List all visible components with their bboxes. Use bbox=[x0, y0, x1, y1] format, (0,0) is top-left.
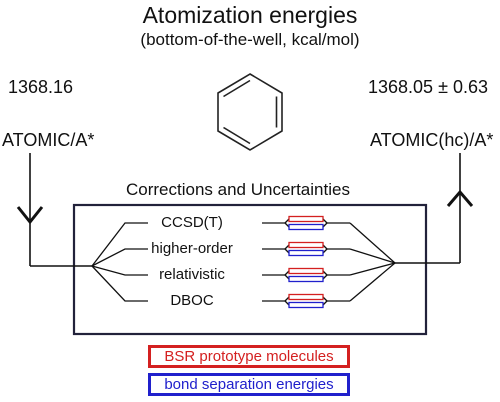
right-energy-value: 1368.05 ± 0.63 bbox=[368, 77, 488, 97]
corrections-box-title: Corrections and Uncertainties bbox=[126, 180, 350, 199]
left-arrow bbox=[16, 153, 92, 267]
correction-relativistic: relativistic bbox=[159, 266, 225, 283]
diagram-subtitle: (bottom-of-the-well, kcal/mol) bbox=[140, 30, 360, 49]
connector-dboc bbox=[262, 293, 350, 309]
right-fan bbox=[349, 222, 396, 302]
legend-bsr-prototype-molecules: BSR prototype molecules bbox=[148, 345, 350, 368]
right-method-label: ATOMIC(hc)/A* bbox=[370, 130, 494, 150]
benzene-ring-icon bbox=[217, 73, 283, 151]
left-method-label: ATOMIC/A* bbox=[2, 130, 95, 150]
diagram-title: Atomization energies bbox=[142, 2, 358, 28]
correction-ccsdt: CCSD(T) bbox=[161, 214, 223, 231]
correction-dboc: DBOC bbox=[170, 292, 214, 309]
left-fan bbox=[91, 222, 148, 302]
legend-bond-separation-energies: bond separation energies bbox=[148, 373, 350, 396]
correction-higher-order: higher-order bbox=[151, 240, 233, 257]
corrections-box bbox=[72, 203, 428, 336]
connector-ccsdt bbox=[262, 215, 350, 231]
right-arrow bbox=[395, 153, 474, 264]
left-energy-value: 1368.16 bbox=[8, 77, 74, 97]
connector-relativistic bbox=[262, 267, 350, 283]
correction-connectors bbox=[262, 215, 350, 309]
connector-higher-order bbox=[262, 241, 350, 257]
